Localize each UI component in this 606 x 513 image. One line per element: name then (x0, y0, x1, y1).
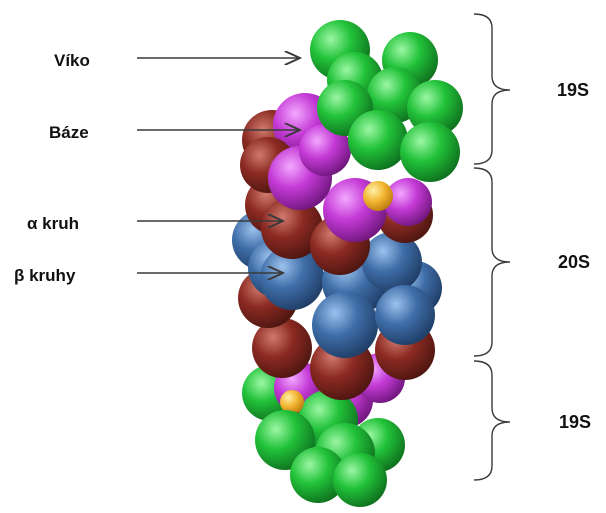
top-cap-segment-label: 19S (557, 80, 589, 100)
core-segment-label: 20S (558, 252, 590, 272)
beta-rings-label: β kruhy (14, 266, 76, 285)
core-brace (474, 168, 510, 356)
alpha-ring-label: α kruh (27, 214, 79, 233)
segment-braces (474, 14, 510, 480)
bottom-cap-brace (474, 361, 510, 480)
top-cap-brace (474, 14, 510, 164)
lid-label: Víko (54, 51, 90, 70)
core-spheres (232, 175, 442, 400)
bottom-cap-segment-label: 19S (559, 412, 591, 432)
base-label: Báze (49, 123, 89, 142)
